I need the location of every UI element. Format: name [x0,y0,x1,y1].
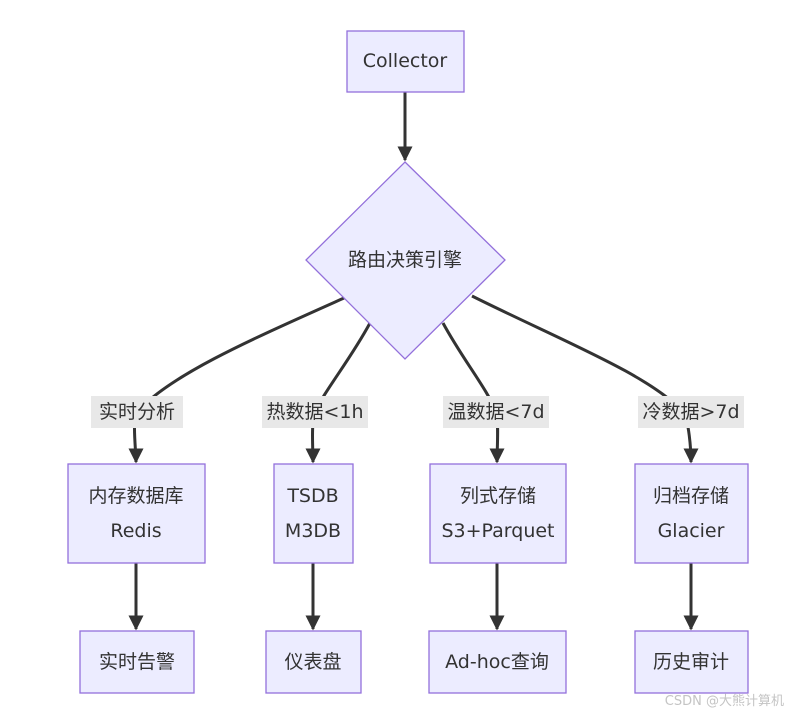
node-dashboard: 仪表盘 [265,630,362,694]
node-columnar-store-line2: S3+Parquet [441,520,554,542]
node-history-audit: 历史审计 [634,630,749,694]
node-archive-store-line2: Glacier [658,520,725,542]
node-columnar-store-line1: 列式存储 [460,485,536,507]
edge-router-archive-store [471,294,699,464]
node-tsdb: TSDB M3DB [273,463,354,564]
node-collector: Collector [346,30,465,93]
node-archive-store: 归档存储 Glacier [634,463,749,564]
node-dashboard-label: 仪表盘 [284,651,341,673]
edge-label-realtime: 实时分析 [91,396,183,428]
node-adhoc-query-label: Ad-hoc查询 [445,651,549,673]
node-collector-label: Collector [363,50,448,72]
node-columnar-store: 列式存储 S3+Parquet [429,463,567,564]
edge-router-memory-store [128,296,345,464]
edge-label-warm: 温数据<7d [443,396,549,428]
edge-label-warm-text: 温数据<7d [447,401,544,423]
node-memory-store-line1: 内存数据库 [88,485,183,507]
node-archive-store-line1: 归档存储 [653,485,729,507]
node-adhoc-query: Ad-hoc查询 [428,630,567,694]
edge-label-cold-text: 冷数据>7d [642,401,739,423]
node-tsdb-line2: M3DB [285,520,341,542]
edge-label-hot: 热数据<1h [262,396,368,428]
node-router: 路由决策引擎 [305,161,506,360]
edge-label-cold: 冷数据>7d [638,396,744,428]
node-router-label: 路由决策引擎 [348,249,462,271]
edge-router-tsdb [305,322,372,464]
node-history-audit-label: 历史审计 [653,651,729,673]
node-tsdb-line1: TSDB [286,485,338,507]
edge-label-realtime-text: 实时分析 [99,401,175,423]
node-memory-store: 内存数据库 Redis [67,463,206,564]
edge-router-columnar-store [441,322,505,464]
watermark-text: CSDN @大熊计算机 [665,693,784,709]
node-realtime-alert-label: 实时告警 [99,651,175,673]
edge-label-hot-text: 热数据<1h [266,401,363,423]
node-memory-store-line2: Redis [110,520,161,542]
node-realtime-alert: 实时告警 [79,630,195,694]
